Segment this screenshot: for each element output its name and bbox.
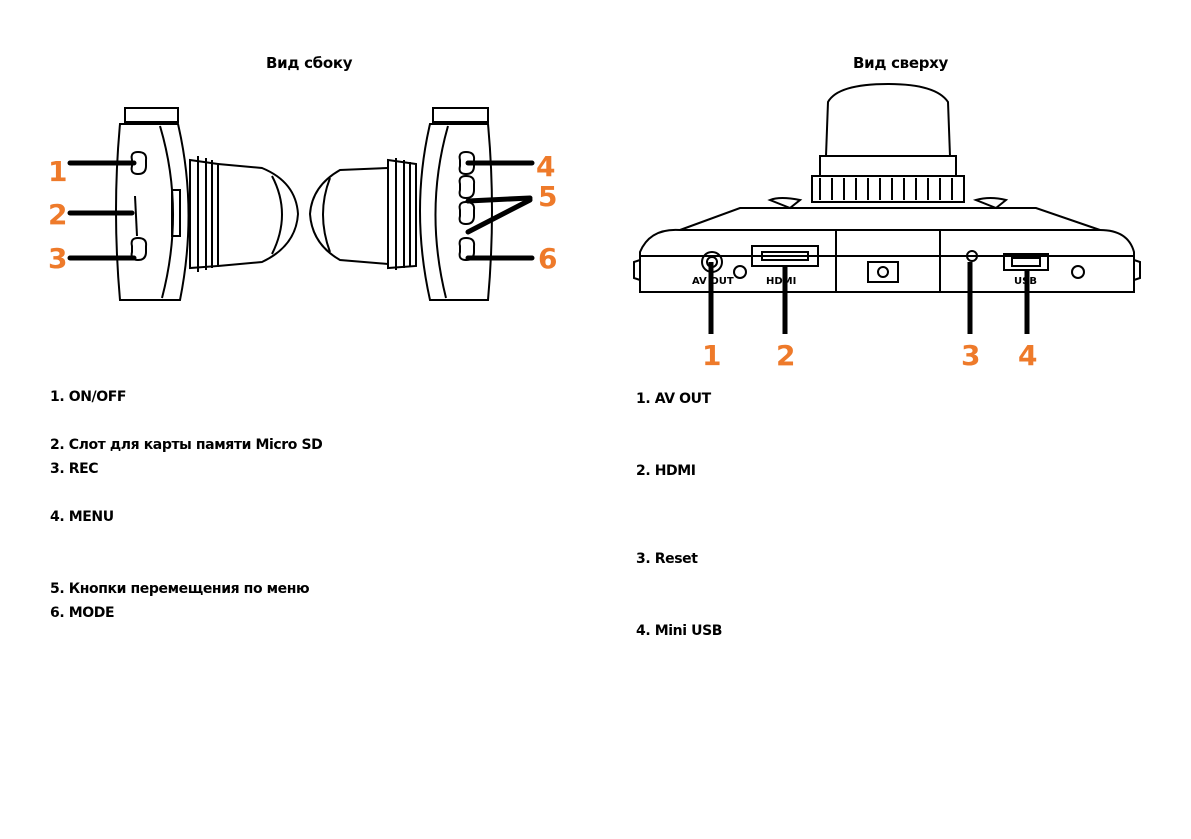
side-view-heading: Вид сбоку	[266, 54, 353, 72]
top-callout-4: 4	[1018, 339, 1037, 372]
side-view-left-illustration	[115, 107, 300, 301]
top-callout-3: 3	[961, 339, 980, 372]
callout-5: 5	[538, 180, 557, 213]
side-item-6: 6. MODE	[50, 605, 115, 621]
callout-3: 3	[48, 242, 67, 275]
side-view-right-illustration	[308, 107, 493, 301]
top-item-3: 3. Reset	[636, 551, 698, 567]
side-item-2: 2. Слот для карты памяти Micro SD	[50, 437, 323, 453]
top-callout-2: 2	[776, 339, 795, 372]
side-item-1: 1. ON/OFF	[50, 389, 127, 405]
side-item-4: 4. MENU	[50, 509, 114, 525]
side-view-callout-lines	[67, 160, 535, 261]
side-item-5: 5. Кнопки перемещения по меню	[50, 581, 310, 597]
top-view-heading: Вид сверху	[853, 54, 949, 72]
top-view-illustration: AV OUT HDMI USB 1 2 3 4	[633, 82, 1141, 372]
callout-2: 2	[48, 198, 67, 231]
top-item-1: 1. AV OUT	[636, 391, 711, 407]
port-label-hdmi: HDMI	[766, 276, 796, 287]
side-item-3: 3. REC	[50, 461, 99, 477]
callout-6: 6	[538, 242, 557, 275]
callout-4: 4	[536, 150, 555, 183]
top-callout-1: 1	[702, 339, 721, 372]
top-item-4: 4. Mini USB	[636, 623, 723, 639]
callout-1: 1	[48, 155, 67, 188]
top-item-2: 2. HDMI	[636, 463, 696, 479]
side-view-callout-numbers: 1 2 3 4 5 6	[48, 150, 557, 275]
